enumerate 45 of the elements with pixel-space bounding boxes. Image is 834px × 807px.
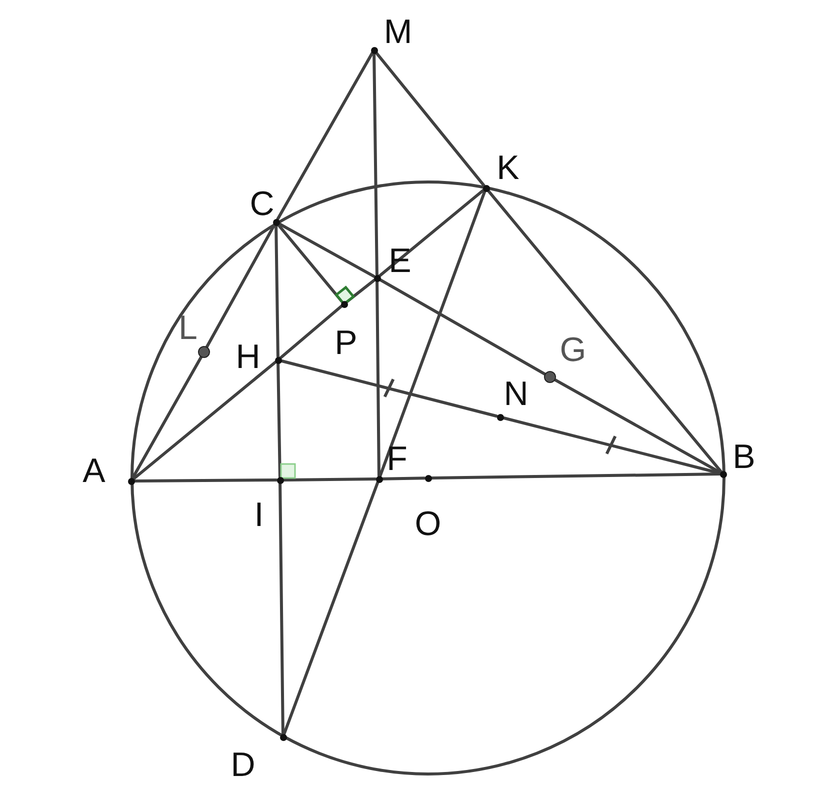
point-label: N: [504, 377, 528, 411]
point-label: D: [230, 748, 256, 782]
point: [370, 46, 378, 54]
line-segment: [381, 476, 426, 480]
line-segment: [274, 224, 280, 358]
point: [424, 474, 432, 482]
point-label: A: [82, 454, 106, 488]
point-label: K: [496, 151, 520, 185]
line-segment: [282, 480, 380, 736]
point-label: O: [414, 507, 442, 541]
line-segment: [554, 378, 722, 474]
line-segment: [374, 51, 486, 187]
point: [128, 478, 134, 484]
point-label: P: [334, 326, 358, 360]
point: [496, 414, 504, 420]
line-segment: [372, 52, 378, 276]
point-label: I: [254, 498, 264, 532]
line-segment: [430, 472, 721, 480]
line-segment: [278, 222, 376, 278]
line-segment: [278, 482, 284, 735]
point-label: H: [236, 340, 260, 374]
line-segment: [345, 278, 376, 304]
line-segment: [280, 359, 498, 418]
line-segment: [282, 478, 377, 482]
line-segment: [276, 52, 374, 220]
line-segment: [276, 362, 282, 478]
point-label: F: [386, 442, 408, 476]
point-label: L: [178, 311, 198, 345]
point-label: C: [250, 187, 274, 221]
point: [272, 218, 280, 226]
point-label: M: [384, 15, 412, 49]
point-label: G: [560, 333, 586, 367]
line-segment: [378, 278, 546, 376]
line-segment: [279, 304, 343, 360]
line-segment: [378, 188, 485, 278]
point-label: B: [732, 440, 756, 474]
point: [198, 346, 210, 358]
line-segment: [131, 356, 203, 480]
line-segment: [133, 478, 278, 482]
line-segment: [486, 189, 722, 473]
line-segment: [378, 190, 486, 478]
line-segment: [376, 280, 380, 477]
line-segment: [132, 360, 277, 480]
line-segment: [205, 224, 276, 348]
point: [544, 371, 556, 383]
